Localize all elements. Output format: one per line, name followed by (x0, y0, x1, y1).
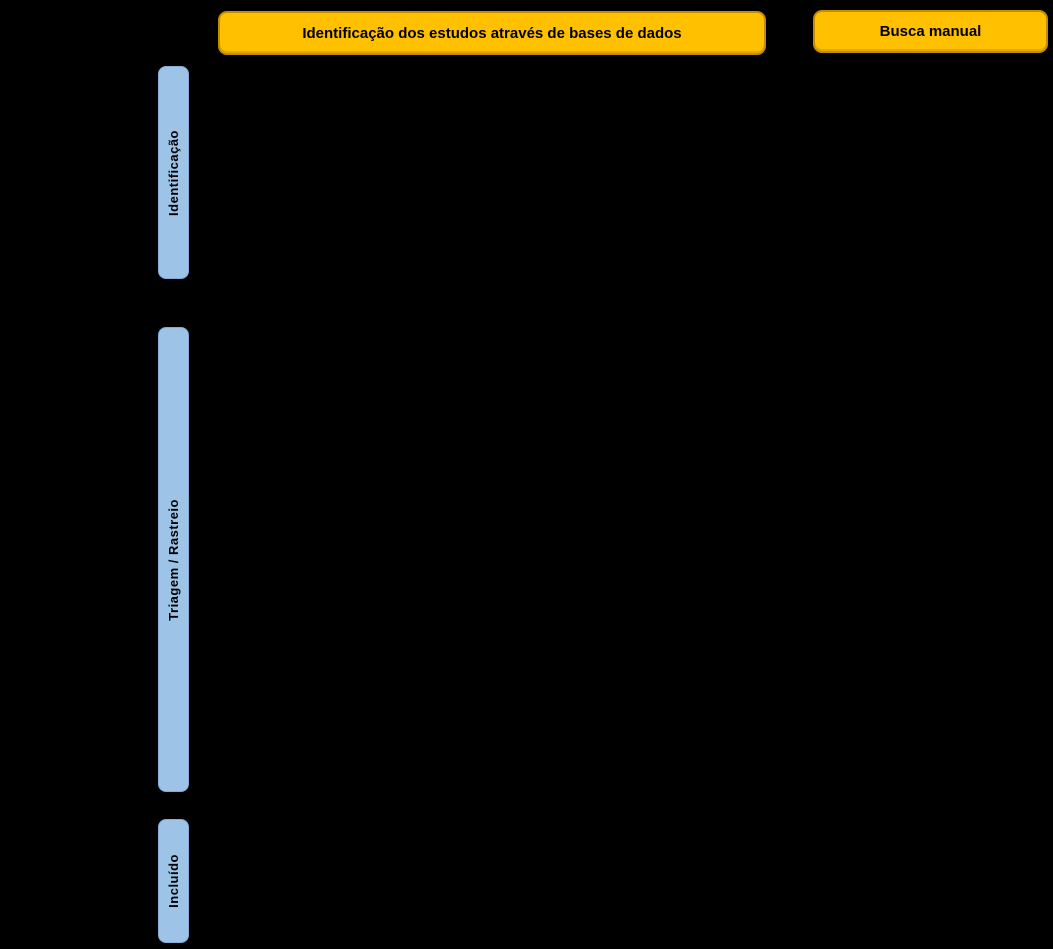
stage-bar-identification: Identificação (158, 66, 189, 279)
stage-bar-screening-label: Triagem / Rastreio (166, 498, 181, 621)
header-box-manual-search: Busca manual (813, 10, 1048, 53)
stage-bar-identification-label: Identificação (166, 129, 181, 216)
stage-bar-included: Incluído (158, 819, 189, 943)
header-box-manual-search-label: Busca manual (879, 23, 982, 40)
header-box-databases: Identificação dos estudos através de bas… (218, 11, 766, 55)
header-box-databases-label: Identificação dos estudos através de bas… (302, 24, 682, 42)
stage-bar-included-label: Incluído (166, 854, 181, 908)
stage-bar-screening: Triagem / Rastreio (158, 327, 189, 792)
